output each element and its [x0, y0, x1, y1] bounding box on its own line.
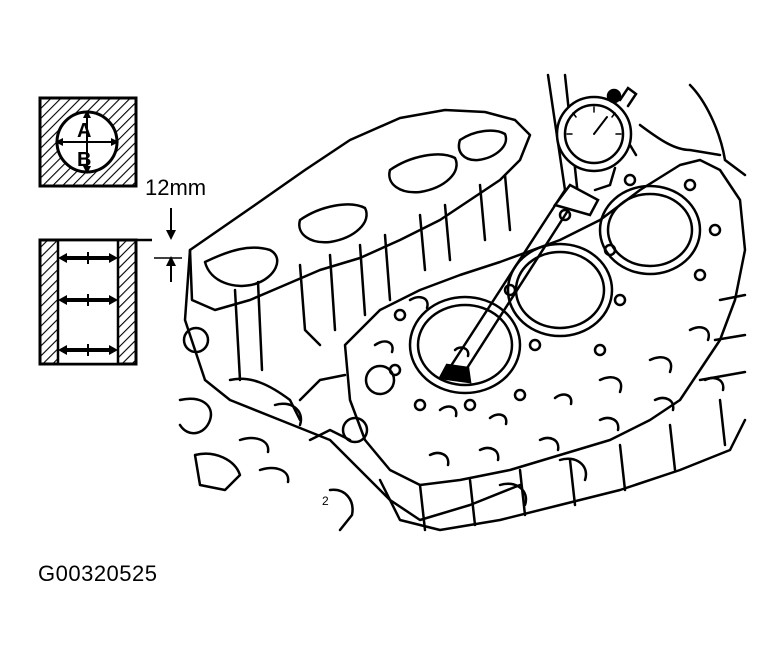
- svg-text:2: 2: [322, 494, 329, 508]
- engine-block-illustration: [178, 108, 747, 532]
- measure-line-bottom: [58, 344, 118, 356]
- measure-line-top: [58, 252, 118, 264]
- figure-id: G00320525: [38, 561, 158, 586]
- bore-top-view: A B: [38, 96, 138, 188]
- casting-number: 2: [322, 494, 329, 508]
- marker-a: A: [77, 120, 91, 142]
- bore-gauge: [438, 73, 747, 384]
- dimension-label: 12mm: [145, 175, 207, 200]
- bore-section-view: [38, 208, 182, 366]
- measure-line-middle: [58, 294, 118, 306]
- marker-b: B: [77, 149, 91, 171]
- dimension-arrows: [154, 208, 182, 282]
